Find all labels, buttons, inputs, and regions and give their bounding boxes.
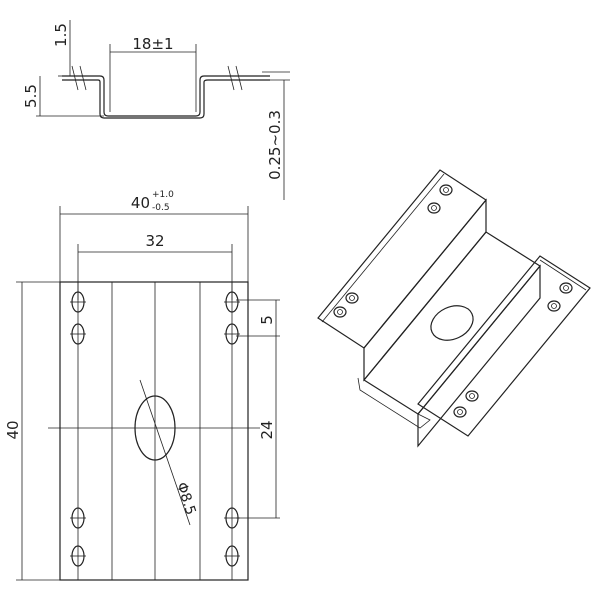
side-profile-outer — [62, 75, 270, 117]
dim-center-hole-label: Φ8.5 — [173, 480, 199, 517]
side-profile-inner — [62, 79, 270, 119]
break-mark-right — [227, 65, 243, 91]
dim-slot-spacing-label: 24 — [258, 420, 276, 439]
side-view: 18±1 1.5 5.5 0.25~0.3 — [22, 20, 290, 200]
plan-outline — [59, 281, 249, 581]
dim-line-center-hole — [139, 379, 191, 526]
iso-hole-right-3 — [465, 390, 479, 402]
center-hole — [134, 395, 176, 461]
isometric-view — [317, 169, 591, 448]
dim-thickness-label: 0.25~0.3 — [266, 110, 284, 180]
iso-hole-left-1 — [439, 184, 453, 196]
slot-hole-bottom-right-1 — [224, 507, 240, 529]
dim-height-label: 5.5 — [22, 84, 40, 108]
slot-hole-top-right-1 — [224, 291, 240, 313]
dim-tab-label: 1.5 — [52, 23, 70, 47]
dim-overall-width-tol-lower: -0.5 — [152, 203, 170, 213]
slot-hole-bottom-left-2 — [70, 545, 86, 567]
dim-slot-length-label: 5 — [258, 315, 276, 325]
iso-base-bottom — [357, 377, 431, 429]
dim-hole-spacing-label: 32 — [145, 232, 164, 250]
iso-hole-right-1 — [559, 282, 573, 294]
iso-hole-left-3 — [345, 292, 359, 304]
iso-hole-right-4 — [453, 406, 467, 418]
iso-left-flange — [317, 169, 487, 349]
slot-hole-top-left-2 — [70, 323, 86, 345]
dim-overall-width-tol-upper: +1.0 — [152, 190, 174, 200]
dim-width-label: 18±1 — [132, 35, 173, 53]
iso-right-wall — [417, 264, 541, 448]
iso-right-flange — [417, 255, 591, 437]
dim-overall-width-label: 40 — [131, 194, 150, 212]
slot-hole-bottom-left-1 — [70, 507, 86, 529]
plan-view: 40 +1.0 -0.5 32 40 5 24 Φ8.5 — [4, 190, 280, 581]
iso-right-flange-edge — [539, 259, 587, 291]
break-mark-left — [71, 65, 87, 91]
slot-hole-bottom-right-2 — [224, 545, 240, 567]
dim-overall-height-label: 40 — [4, 420, 22, 439]
slot-hole-top-right-2 — [224, 323, 240, 345]
iso-hole-left-4 — [333, 306, 347, 318]
iso-hole-left-2 — [427, 202, 441, 214]
iso-left-flange-edge — [321, 173, 445, 323]
slot-hole-top-left-1 — [70, 291, 86, 313]
iso-base — [363, 231, 541, 415]
iso-hole-right-2 — [547, 300, 561, 312]
iso-center-hole — [430, 305, 474, 341]
